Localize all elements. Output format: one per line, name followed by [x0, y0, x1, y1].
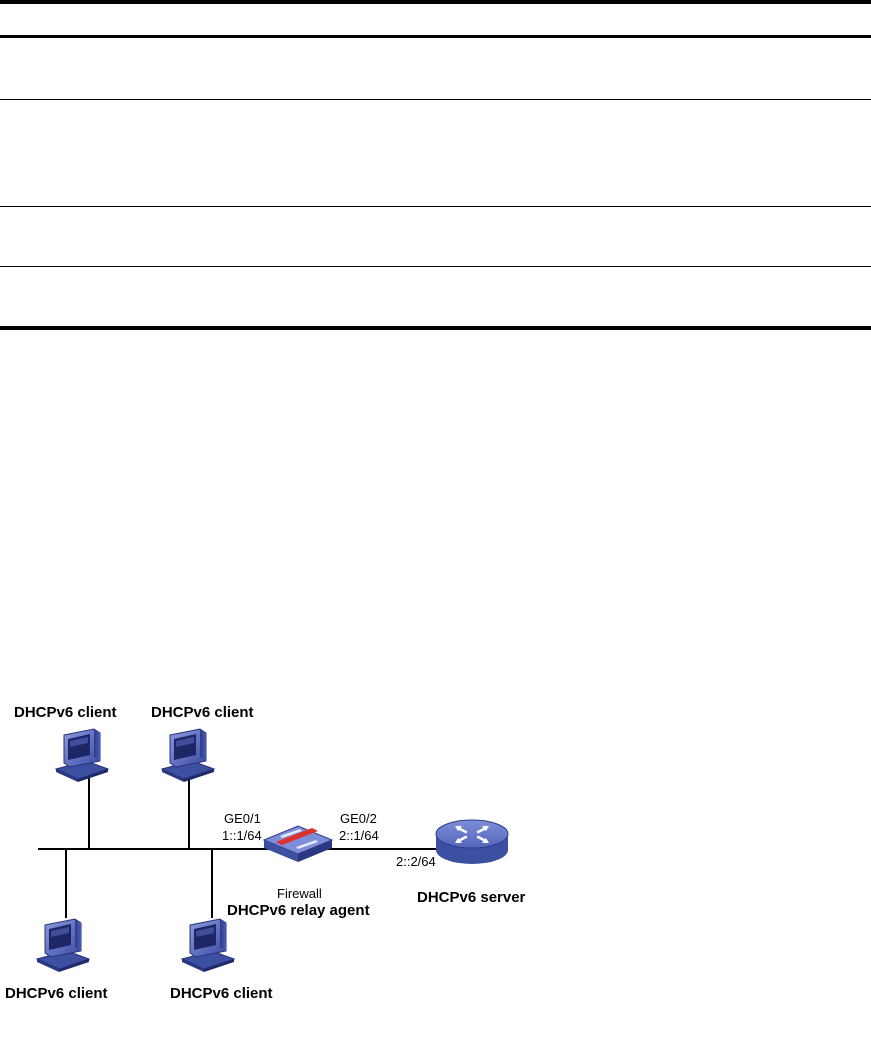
pc-icon	[161, 728, 215, 783]
client-label: DHCPv6 client	[14, 704, 117, 721]
client-label: DHCPv6 client	[151, 704, 254, 721]
table-row	[0, 38, 871, 99]
table-row-divider	[0, 266, 871, 267]
network-diagram: DHCPv6 client DHCPv6 client DHCPv6 clien…	[0, 690, 560, 1020]
relay-agent-label: DHCPv6 relay agent	[227, 902, 370, 919]
client-label: DHCPv6 client	[5, 985, 108, 1002]
table-row-divider	[0, 99, 871, 100]
pc-icon	[181, 918, 235, 973]
port-name-label: GE0/1	[224, 811, 261, 826]
pc-icon	[55, 728, 109, 783]
table-row	[0, 267, 871, 326]
port-name-label: GE0/2	[340, 811, 377, 826]
port-address-label: 1::1/64	[222, 828, 262, 843]
table-bottom-rule	[0, 326, 871, 330]
table-header-rule	[0, 35, 871, 38]
table-top-rule	[0, 0, 871, 4]
port-address-label: 2::1/64	[339, 828, 379, 843]
firewall-icon	[262, 825, 334, 862]
client-label: DHCPv6 client	[170, 985, 273, 1002]
diagram-canvas	[36, 728, 509, 973]
pc-icon	[36, 918, 90, 973]
table-row	[0, 100, 871, 206]
server-label: DHCPv6 server	[417, 889, 526, 906]
table-row	[0, 207, 871, 266]
server-address-label: 2::2/64	[396, 854, 436, 869]
router-icon	[435, 819, 509, 864]
firewall-name-label: Firewall	[277, 886, 322, 901]
table-row-divider	[0, 206, 871, 207]
